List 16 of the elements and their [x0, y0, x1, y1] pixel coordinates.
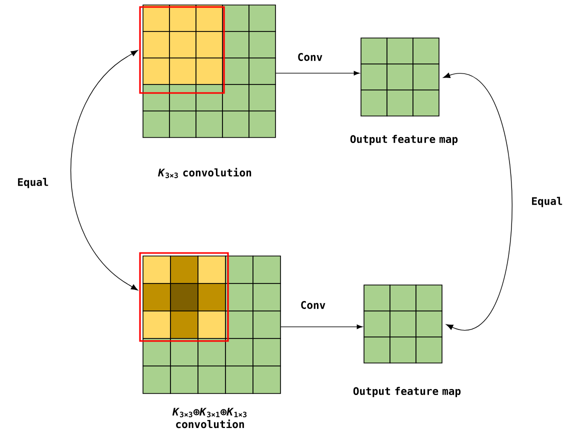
- grid-drawing: [360, 38, 440, 116]
- edge-label: Conv: [299, 300, 327, 310]
- edge-label: Equal: [530, 196, 564, 208]
- edge-label: Conv: [296, 52, 324, 62]
- grid-drawing: [139, 252, 281, 394]
- node-label: K$_{3×3}$⊕K$_{3×1}$⊕K$_{1×3}$ convolution: [172, 408, 247, 428]
- edge-label: Equal: [16, 176, 50, 190]
- arrow: [275, 70, 360, 76]
- arrow: [70, 50, 138, 290]
- grid-drawing: [364, 284, 442, 364]
- node-label: Output feature map: [353, 386, 461, 398]
- arrow: [280, 324, 363, 330]
- arrow: [443, 72, 512, 330]
- node-label: Output feature map: [350, 134, 458, 146]
- node-label: K$_{3×3}$ convolution: [158, 168, 252, 178]
- grid-drawing: [139, 4, 276, 138]
